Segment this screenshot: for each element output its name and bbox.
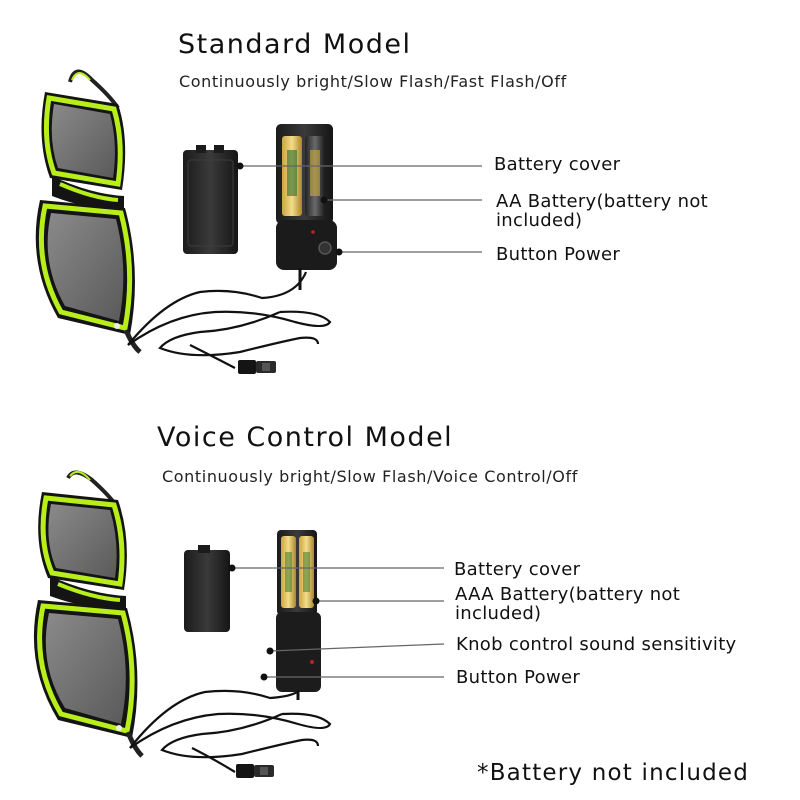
voice-battery-cover-label: Battery cover <box>454 559 581 580</box>
standard-glasses <box>35 69 142 354</box>
voice-glasses <box>33 470 144 758</box>
voice-button-power-label: Button Power <box>456 667 581 688</box>
voice-leader-lines <box>232 567 445 678</box>
standard-cable <box>127 271 332 369</box>
voice-battery-cover <box>184 545 230 632</box>
voice-modes-text: Continuously bright/Slow Flash/Voice Con… <box>162 467 578 486</box>
voice-cable <box>129 685 332 773</box>
standard-button-power-label: Button Power <box>496 244 621 265</box>
voice-battery-box <box>276 530 321 700</box>
standard-battery-box <box>276 124 337 290</box>
standard-model-title: Standard Model <box>178 29 412 60</box>
standard-modes-text: Continuously bright/Slow Flash/Fast Flas… <box>179 72 567 91</box>
voice-knob-label: Knob control sound sensitivity <box>456 634 737 655</box>
standard-connector <box>238 360 276 374</box>
battery-not-included-note: *Battery not included <box>477 760 750 786</box>
voice-model-title: Voice Control Model <box>157 422 454 453</box>
standard-battery-cover-label: Battery cover <box>494 154 621 175</box>
standard-battery-label: AA Battery(battery not included) <box>496 191 708 231</box>
voice-battery-label: AAA Battery(battery not included) <box>455 584 681 624</box>
standard-battery-cover <box>183 145 238 254</box>
standard-leader-lines <box>240 165 482 253</box>
voice-connector <box>236 764 274 778</box>
